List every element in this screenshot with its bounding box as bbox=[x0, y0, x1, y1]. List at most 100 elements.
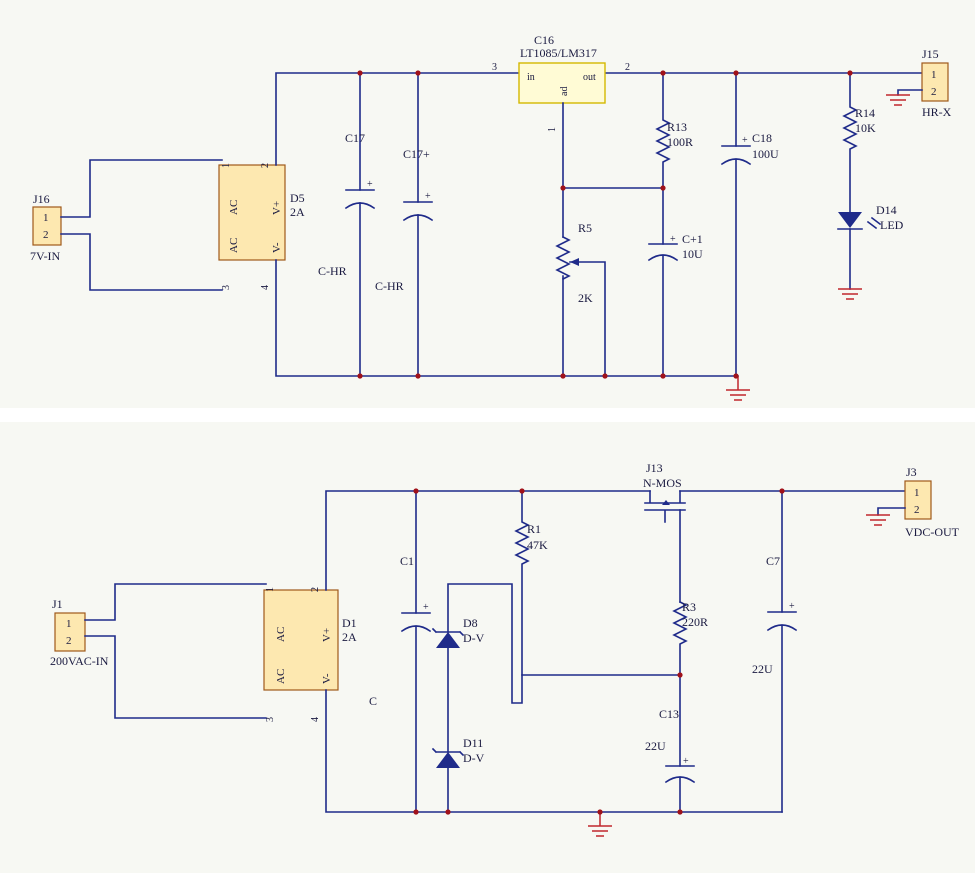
d1-ac2: AC bbox=[275, 669, 287, 684]
potentiometer-r5[interactable]: R5 2K bbox=[555, 221, 606, 377]
j16-pin2: 2 bbox=[43, 229, 49, 241]
d5-pin4: 4 bbox=[260, 285, 271, 290]
u16-pin-out: 2 bbox=[625, 62, 630, 73]
d11-ref: D11 bbox=[463, 736, 483, 750]
j1-pin1: 1 bbox=[66, 618, 72, 630]
d5-pin1: 1 bbox=[221, 163, 232, 168]
bridge-rectifier-d5[interactable]: AC AC V+ V- 1 2 3 4 D5 2A bbox=[218, 163, 305, 290]
c17p-value: C-HR bbox=[375, 279, 404, 293]
d1-vplus: V+ bbox=[321, 628, 333, 642]
c1b-ref: C1 bbox=[400, 554, 414, 568]
capacitor-c7[interactable]: + C7 22U bbox=[752, 490, 798, 813]
c13-ref: C13 bbox=[659, 707, 679, 721]
capacitor-c17-plus[interactable]: + C17+ C-HR bbox=[375, 72, 434, 377]
j3-pin1: 1 bbox=[914, 487, 920, 499]
connector-j3[interactable]: J3 1 2 VDC-OUT bbox=[866, 465, 960, 539]
resistor-r14[interactable]: R14 10K bbox=[842, 72, 876, 213]
j15-value: HR-X bbox=[922, 105, 952, 119]
u16-value: LT1085/LM317 bbox=[520, 46, 597, 60]
c17p-ref: C17+ bbox=[403, 147, 430, 161]
resistor-r3[interactable]: R3 220R bbox=[672, 600, 708, 767]
top-circuit: J16 1 2 7V-IN AC AC V+ V- 1 2 3 4 D5 2A … bbox=[30, 33, 952, 401]
zener-diode-d11[interactable]: D11 D-V bbox=[431, 736, 485, 768]
j13-value: N-MOS bbox=[643, 476, 682, 490]
j15-pin2: 2 bbox=[931, 86, 937, 98]
d5-pin2: 2 bbox=[260, 163, 271, 168]
regulator-u16[interactable]: in out ad C16 LT1085/LM317 bbox=[518, 33, 606, 104]
d5-ac2: AC bbox=[228, 238, 240, 253]
j16-value: 7V-IN bbox=[30, 249, 61, 263]
d14-ref: D14 bbox=[876, 203, 897, 217]
r13-ref: R13 bbox=[667, 120, 687, 134]
led-d14[interactable]: D14 LED bbox=[837, 203, 904, 290]
resistor-r1[interactable]: R1 47K bbox=[514, 490, 681, 676]
ground-symbol bbox=[588, 812, 612, 837]
j13-ref: J13 bbox=[646, 461, 663, 475]
r14-ref: R14 bbox=[855, 106, 875, 120]
capacitor-c1[interactable]: + C1 bbox=[400, 490, 432, 813]
d14-value: LED bbox=[880, 218, 904, 232]
c7-ref: C7 bbox=[766, 554, 780, 568]
ground-symbol bbox=[726, 376, 750, 401]
d11-value: D-V bbox=[463, 751, 485, 765]
d1-value: 2A bbox=[342, 630, 357, 644]
j1-value: 200VAC-IN bbox=[50, 654, 109, 668]
j16-pin1: 1 bbox=[43, 212, 49, 224]
c18-ref: C18 bbox=[752, 131, 772, 145]
d5-pin3: 3 bbox=[221, 285, 232, 290]
u16-out-label: out bbox=[583, 72, 596, 83]
d8-ref: D8 bbox=[463, 616, 478, 630]
junction-nodes bbox=[357, 70, 853, 379]
r14-value: 10K bbox=[855, 121, 876, 135]
r1-ref: R1 bbox=[527, 522, 541, 536]
capacitor-c13[interactable]: + C13 22U bbox=[645, 707, 696, 813]
r13-value: 100R bbox=[667, 135, 693, 149]
j15-ref: J15 bbox=[922, 47, 939, 61]
d1-vminus: V- bbox=[321, 673, 333, 684]
c1-ref: C+1 bbox=[682, 232, 703, 246]
d5-ref: D5 bbox=[290, 191, 305, 205]
r1-value: 47K bbox=[527, 538, 548, 552]
c17-value: C-HR bbox=[318, 264, 347, 278]
c13-value: 22U bbox=[645, 739, 666, 753]
resistor-r13[interactable]: R13 100R bbox=[655, 72, 693, 245]
c1b-plus: + bbox=[423, 602, 429, 613]
d5-vminus: V- bbox=[271, 242, 283, 253]
d5-vplus: V+ bbox=[271, 201, 283, 215]
capacitor-c18[interactable]: + C18 100U bbox=[720, 72, 779, 377]
c17p-plus: + bbox=[425, 191, 431, 202]
connector-j16[interactable]: J16 1 2 7V-IN bbox=[30, 192, 62, 263]
u16-pin-in: 3 bbox=[492, 62, 497, 73]
d1-pin4: 4 bbox=[310, 717, 321, 722]
bottom-circuit: J1 1 2 200VAC-IN AC AC V+ V- 1 2 3 4 D1 … bbox=[50, 461, 960, 837]
c7-value: 22U bbox=[752, 662, 773, 676]
d1-ac1: AC bbox=[275, 627, 287, 642]
capacitor-c-plus-1[interactable]: + C+1 10U bbox=[647, 232, 703, 377]
d5-ac1: AC bbox=[228, 200, 240, 215]
connector-j1[interactable]: J1 1 2 200VAC-IN bbox=[50, 597, 109, 668]
j16-ref: J16 bbox=[33, 192, 50, 206]
c17-plus: + bbox=[367, 179, 373, 190]
u16-ref: C16 bbox=[534, 33, 554, 47]
d5-value: 2A bbox=[290, 205, 305, 219]
c-label: C bbox=[369, 694, 377, 708]
connector-j15[interactable]: J15 1 2 HR-X bbox=[886, 47, 952, 119]
c7-plus: + bbox=[789, 601, 795, 612]
bridge-rectifier-d1[interactable]: AC AC V+ V- 1 2 3 4 D1 2A bbox=[263, 587, 357, 722]
d1-pin1: 1 bbox=[265, 587, 276, 592]
u16-pin-adj: 1 bbox=[547, 127, 558, 132]
c18-plus: + bbox=[742, 135, 748, 146]
r5-value: 2K bbox=[578, 291, 593, 305]
j3-ref: J3 bbox=[906, 465, 917, 479]
junction-nodes bbox=[413, 488, 785, 815]
mosfet-j13[interactable]: J13 N-MOS bbox=[643, 461, 686, 603]
r5-ref: R5 bbox=[578, 221, 592, 235]
r3-ref: R3 bbox=[682, 600, 696, 614]
j1-ref: J1 bbox=[52, 597, 63, 611]
capacitor-c17[interactable]: + C17 C-HR bbox=[318, 72, 376, 377]
ground-symbol bbox=[838, 288, 862, 300]
u16-in-label: in bbox=[527, 72, 535, 83]
c1-value: 10U bbox=[682, 247, 703, 261]
zener-diode-d8[interactable]: D8 D-V bbox=[431, 616, 485, 648]
